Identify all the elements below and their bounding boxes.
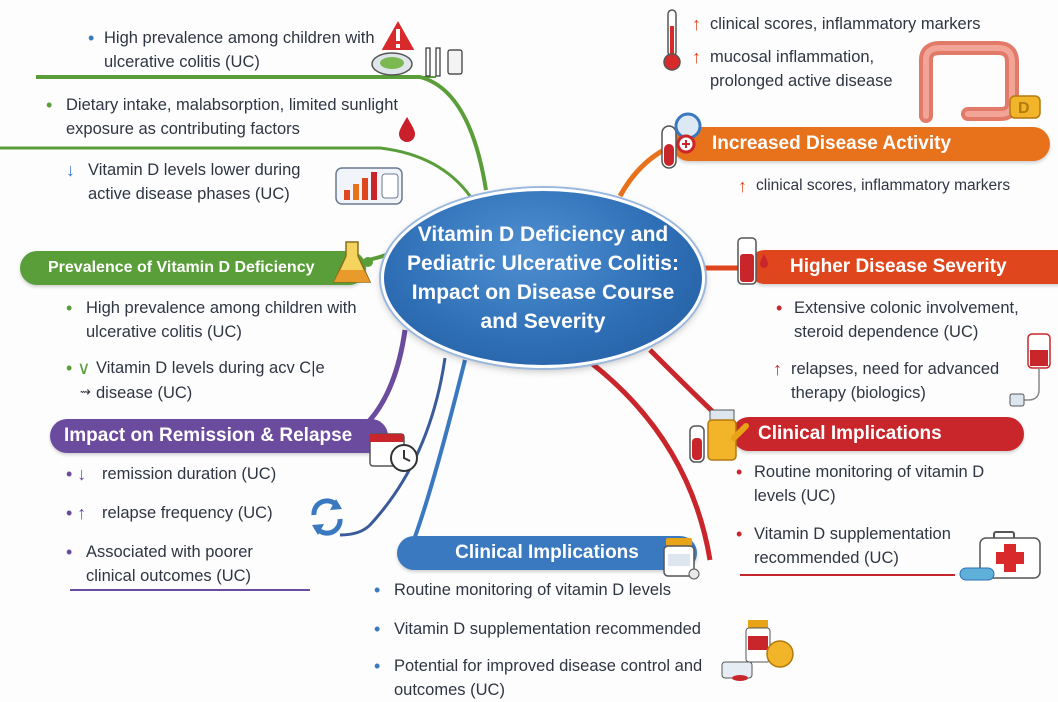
bar-chart-icon (335, 167, 403, 205)
severity-item-2: ↑ relapses, need for advanced therapy (b… (773, 357, 1023, 405)
top-left-item-1: • High prevalence among children with ul… (88, 26, 388, 74)
item-text: mucosal inflammation, prolonged active d… (710, 48, 893, 90)
bullet: ↑ (692, 14, 701, 34)
pill-clinical-right-label: Clinical Implications (758, 423, 942, 444)
bullet: • (66, 542, 73, 562)
bullet: • ∨ (66, 358, 91, 378)
edge-green-upper (36, 75, 488, 191)
flask-icon (332, 241, 373, 283)
edge-red-bottom (588, 360, 713, 561)
central-topic[interactable]: Vitamin D Deficiency and Pediatric Ulcer… (381, 188, 705, 368)
bullet: • (374, 580, 381, 600)
prevalence-item-3: ⇝ disease (UC) (80, 381, 280, 405)
remission-item-2: • ↑ relapse frequency (UC) (66, 501, 326, 525)
cycle-arrows-icon (311, 498, 343, 536)
clinical-right-item-1: • Routine monitoring of vitamin D levels… (736, 460, 1016, 508)
flask-icon (689, 409, 749, 463)
bullet: • ↑ (66, 503, 87, 523)
clinical-right-item-2: • Vitamin D supplementation recommended … (736, 522, 996, 570)
blood-drop-icon (399, 117, 415, 142)
item-text: clinical scores, inflammatory markers (756, 177, 1011, 194)
item-text: Vitamin D supplementation recommended (U… (754, 525, 951, 567)
food-plate-icon (371, 47, 463, 77)
severity-item-1: • Extensive colonic involvement, steroid… (776, 296, 1056, 344)
svg-text:D: D (1018, 100, 1030, 117)
pill-bottle-icon (663, 538, 700, 580)
pill-remission[interactable]: Impact on Remission & Relapse (50, 419, 388, 453)
bullet: • (776, 298, 783, 318)
top-left-item-2: • Dietary intake, malabsorption, limited… (46, 93, 406, 141)
thermometer-icon (663, 9, 681, 71)
central-topic-title: Vitamin D Deficiency and Pediatric Ulcer… (407, 223, 679, 333)
pill-remission-label: Impact on Remission & Relapse (64, 425, 353, 446)
pill-clinical-bottom-label: Clinical Implications (455, 542, 639, 563)
item-text: Dietary intake, malabsorption, limited s… (66, 96, 398, 138)
item-text: Vitamin D levels lower during active dis… (88, 161, 301, 203)
test-tube-icon (737, 237, 768, 285)
item-text: Potential for improved disease control a… (394, 657, 703, 699)
pill-clinical-right[interactable]: Clinical Implications (732, 417, 1024, 451)
pill-severity[interactable]: Higher Disease Severity (748, 250, 1058, 284)
item-text: Routine monitoring of vitamin D levels (… (754, 463, 985, 505)
remission-item-1: • ↓ remission duration (UC) (66, 462, 326, 486)
bullet: • (374, 656, 381, 676)
bullet: ↑ (738, 176, 747, 196)
pill-clinical-bottom[interactable]: Clinical Implications (397, 536, 697, 570)
test-tube-icon (661, 112, 702, 169)
pill-activity[interactable]: Increased Disease Activity (672, 127, 1050, 161)
bullet: • (374, 619, 381, 639)
clinical-bottom-item-3: • Potential for improved disease control… (374, 654, 714, 702)
first-aid-kit-icon (959, 531, 1041, 581)
clinical-bottom-item-2: • Vitamin D supplementation recommended (374, 617, 754, 641)
warning-triangle-icon (378, 17, 418, 52)
iv-bag-icon (1009, 333, 1051, 407)
bullet: ↓ (66, 160, 75, 180)
edge-purple (358, 329, 408, 432)
bullet: • (736, 524, 743, 544)
rule-green-top (36, 76, 436, 78)
item-text: relapse frequency (UC) (102, 504, 273, 522)
item-text: High prevalence among children with ulce… (104, 29, 375, 71)
rule-purple-bottom (70, 589, 310, 591)
item-text: Vitamin D levels during acv C|e (96, 359, 325, 377)
calendar-clock-icon (369, 433, 418, 472)
remission-item-3: • Associated with poorer clinical outcom… (66, 540, 306, 588)
bullet: • (736, 462, 743, 482)
bullet: • (46, 95, 53, 115)
edge-navy (339, 357, 447, 537)
top-right-item-1: ↑ clinical scores, inflammatory markers (692, 12, 1032, 36)
activity-item-1: ↑ clinical scores, inflammatory markers (738, 174, 1054, 198)
item-text: Associated with poorer clinical outcomes… (86, 543, 253, 585)
item-text: Routine monitoring of vitamin D levels (394, 581, 671, 599)
item-text: relapses, need for advanced therapy (bio… (791, 360, 1000, 402)
item-text: clinical scores, inflammatory markers (710, 15, 981, 33)
clinical-bottom-item-1: • Routine monitoring of vitamin D levels (374, 578, 734, 602)
pill-severity-label: Higher Disease Severity (790, 256, 1007, 277)
bullet: • ↓ (66, 464, 87, 484)
item-text: High prevalence among children with ulce… (86, 299, 357, 341)
bullet: ↑ (692, 47, 701, 67)
supplements-icon (721, 620, 794, 681)
rule-red-bottom (740, 574, 955, 576)
pill-activity-label: Increased Disease Activity (712, 133, 952, 154)
top-left-item-3: ↓ Vitamin D levels lower during active d… (66, 158, 346, 206)
pill-prevalence[interactable]: Prevalence of Vitamin D Deficiency (20, 251, 366, 285)
item-text: Vitamin D supplementation recommended (394, 620, 701, 638)
bullet: • (66, 298, 73, 318)
edge-green-mid (0, 146, 472, 197)
prevalence-item-1: • High prevalence among children with ul… (66, 296, 366, 344)
item-text: Extensive colonic involvement, steroid d… (794, 299, 1019, 341)
bullet: ⇝ (80, 384, 91, 399)
prevalence-item-2: • ∨ Vitamin D levels during acv C|e (66, 356, 386, 380)
item-text: disease (UC) (96, 384, 193, 402)
top-right-item-2: ↑ mucosal inflammation, prolonged active… (692, 45, 912, 93)
pill-prevalence-label: Prevalence of Vitamin D Deficiency (48, 259, 315, 276)
item-text: remission duration (UC) (102, 465, 277, 483)
bullet: • (88, 28, 95, 48)
colon-icon: D (919, 41, 1041, 123)
bullet: ↑ (773, 359, 782, 379)
